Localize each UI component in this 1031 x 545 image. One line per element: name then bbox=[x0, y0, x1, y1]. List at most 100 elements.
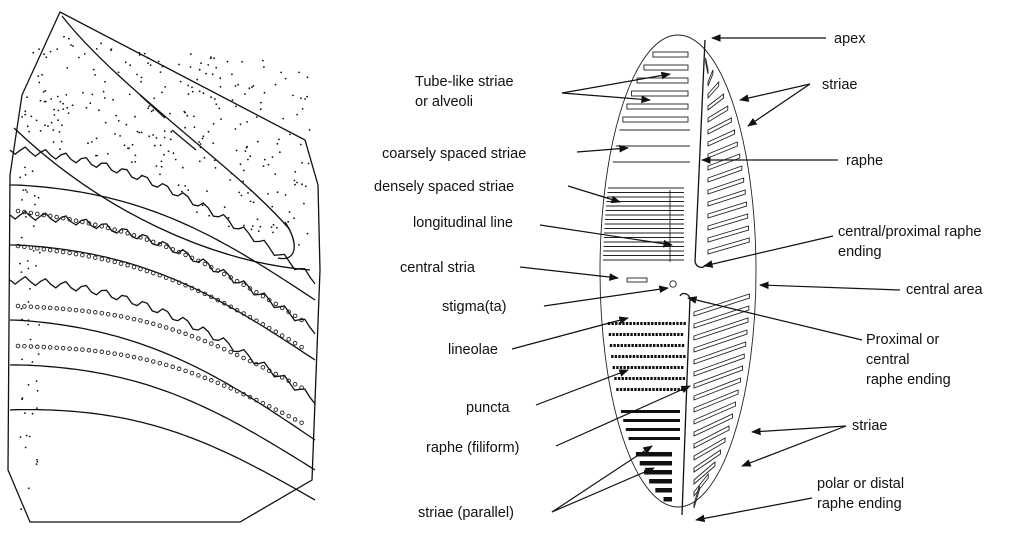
areola-ring bbox=[16, 209, 20, 213]
stipple-dot bbox=[274, 173, 276, 175]
stipple-dot bbox=[37, 75, 39, 77]
lineola bbox=[667, 366, 669, 369]
stipple-dot bbox=[253, 201, 255, 203]
puncta-row bbox=[623, 419, 680, 422]
label-central-proximal-2: ending bbox=[838, 244, 882, 260]
stipple-dot bbox=[277, 191, 279, 193]
stipple-dot bbox=[196, 211, 198, 213]
lineola bbox=[621, 344, 623, 347]
stipple-dot bbox=[41, 74, 43, 76]
stipple-dot bbox=[272, 232, 274, 234]
stipple-dot bbox=[26, 191, 28, 193]
stipple-dot bbox=[82, 92, 84, 94]
stipple-dot bbox=[260, 226, 262, 228]
lineola bbox=[629, 355, 631, 358]
stipple-dot bbox=[30, 116, 32, 118]
stipple-dot bbox=[247, 192, 249, 194]
lineola bbox=[669, 322, 671, 325]
stipple-dot bbox=[24, 110, 26, 112]
areola-ring bbox=[132, 355, 136, 359]
stipple-dot bbox=[28, 487, 30, 489]
stipple-dot bbox=[21, 237, 23, 239]
lineola bbox=[615, 322, 617, 325]
arrow-central-stria bbox=[520, 267, 618, 278]
stipple-dot bbox=[208, 215, 210, 217]
stipple-dot bbox=[86, 107, 88, 109]
stipple-dot bbox=[147, 107, 149, 109]
stipple-dot bbox=[192, 91, 194, 93]
stipple-dot bbox=[264, 92, 266, 94]
stipple-dot bbox=[303, 203, 305, 205]
areola-ring bbox=[23, 305, 27, 309]
lineola bbox=[618, 377, 620, 380]
areola-ring bbox=[210, 342, 214, 346]
stipple-dot bbox=[35, 265, 37, 267]
arrow-central-proximal bbox=[704, 236, 833, 266]
stipple-dot bbox=[51, 122, 53, 124]
stipple-dot bbox=[60, 101, 62, 103]
areola-ring bbox=[255, 291, 259, 295]
lineola bbox=[620, 388, 622, 391]
lineola bbox=[645, 388, 647, 391]
areola-ring bbox=[126, 354, 130, 358]
stipple-dot bbox=[137, 131, 139, 133]
lineola bbox=[631, 388, 633, 391]
stipple-dot bbox=[129, 64, 131, 66]
stipple-dot bbox=[147, 62, 149, 64]
lineola bbox=[669, 355, 671, 358]
areola-ring bbox=[139, 319, 143, 323]
lineola bbox=[670, 366, 672, 369]
stipple-dot bbox=[273, 224, 275, 226]
lineola bbox=[658, 377, 660, 380]
stipple-dot bbox=[21, 319, 23, 321]
lineola bbox=[674, 388, 676, 391]
stipple-dot bbox=[213, 57, 215, 59]
lineola bbox=[677, 366, 679, 369]
label-tube-like-1: Tube-like striae bbox=[415, 74, 514, 90]
stipple-dot bbox=[21, 359, 23, 361]
stipple-dot bbox=[38, 48, 40, 50]
stipple-dot bbox=[294, 180, 296, 182]
stipple-dot bbox=[20, 508, 22, 510]
stipple-dot bbox=[24, 167, 26, 169]
lineola bbox=[626, 355, 628, 358]
lineola bbox=[623, 333, 625, 336]
stipple-dot bbox=[134, 116, 136, 118]
lineola bbox=[680, 355, 682, 358]
areola-ring bbox=[145, 269, 149, 273]
stipple-dot bbox=[213, 123, 215, 125]
lineola bbox=[676, 377, 678, 380]
stipple-dot bbox=[190, 53, 192, 55]
areola-ring bbox=[74, 347, 78, 351]
stipple-dot bbox=[282, 118, 284, 120]
lineola bbox=[636, 355, 638, 358]
stipple-dot bbox=[38, 324, 40, 326]
stipple-dot bbox=[25, 447, 27, 449]
stipple-dot bbox=[34, 204, 36, 206]
label-raphe: raphe bbox=[846, 153, 883, 169]
areola-ring bbox=[16, 304, 20, 308]
lineola bbox=[638, 366, 640, 369]
stipple-dot bbox=[138, 132, 140, 134]
frustule-illustration bbox=[8, 12, 320, 522]
stipple-dot bbox=[248, 87, 250, 89]
label-puncta: puncta bbox=[466, 400, 510, 416]
lineola bbox=[656, 333, 658, 336]
areola-ring bbox=[87, 310, 91, 314]
areola-ring bbox=[81, 348, 85, 352]
areola-ring bbox=[132, 317, 136, 321]
stipple-dot bbox=[193, 116, 195, 118]
lineola bbox=[634, 388, 636, 391]
stipple-dot bbox=[257, 141, 259, 143]
stipple-dot bbox=[307, 233, 309, 235]
lineola bbox=[623, 366, 625, 369]
stipple-dot bbox=[141, 77, 143, 79]
stipple-dot bbox=[188, 93, 190, 95]
girdle-bands bbox=[10, 147, 315, 500]
areola-ring bbox=[100, 225, 104, 229]
stipple-dot bbox=[200, 143, 202, 145]
stipple-dot bbox=[173, 152, 175, 154]
areola-ring bbox=[55, 249, 59, 253]
areola-ring bbox=[29, 345, 33, 349]
central-stria bbox=[627, 278, 647, 282]
